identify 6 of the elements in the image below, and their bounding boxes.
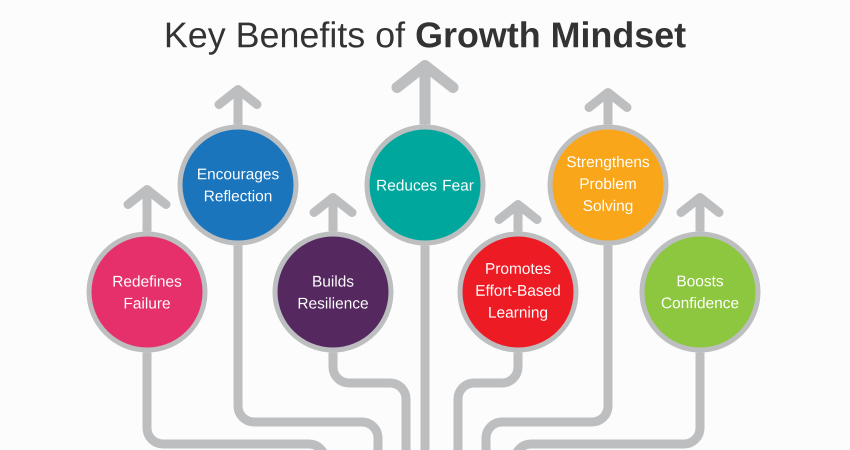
pipe-line <box>420 246 430 450</box>
pipe-line <box>482 246 612 450</box>
title: Key Benefits of Growth Mindset <box>166 21 686 55</box>
pipe-line <box>234 246 382 450</box>
pipe-line <box>142 352 330 450</box>
pipe-line <box>510 352 704 450</box>
